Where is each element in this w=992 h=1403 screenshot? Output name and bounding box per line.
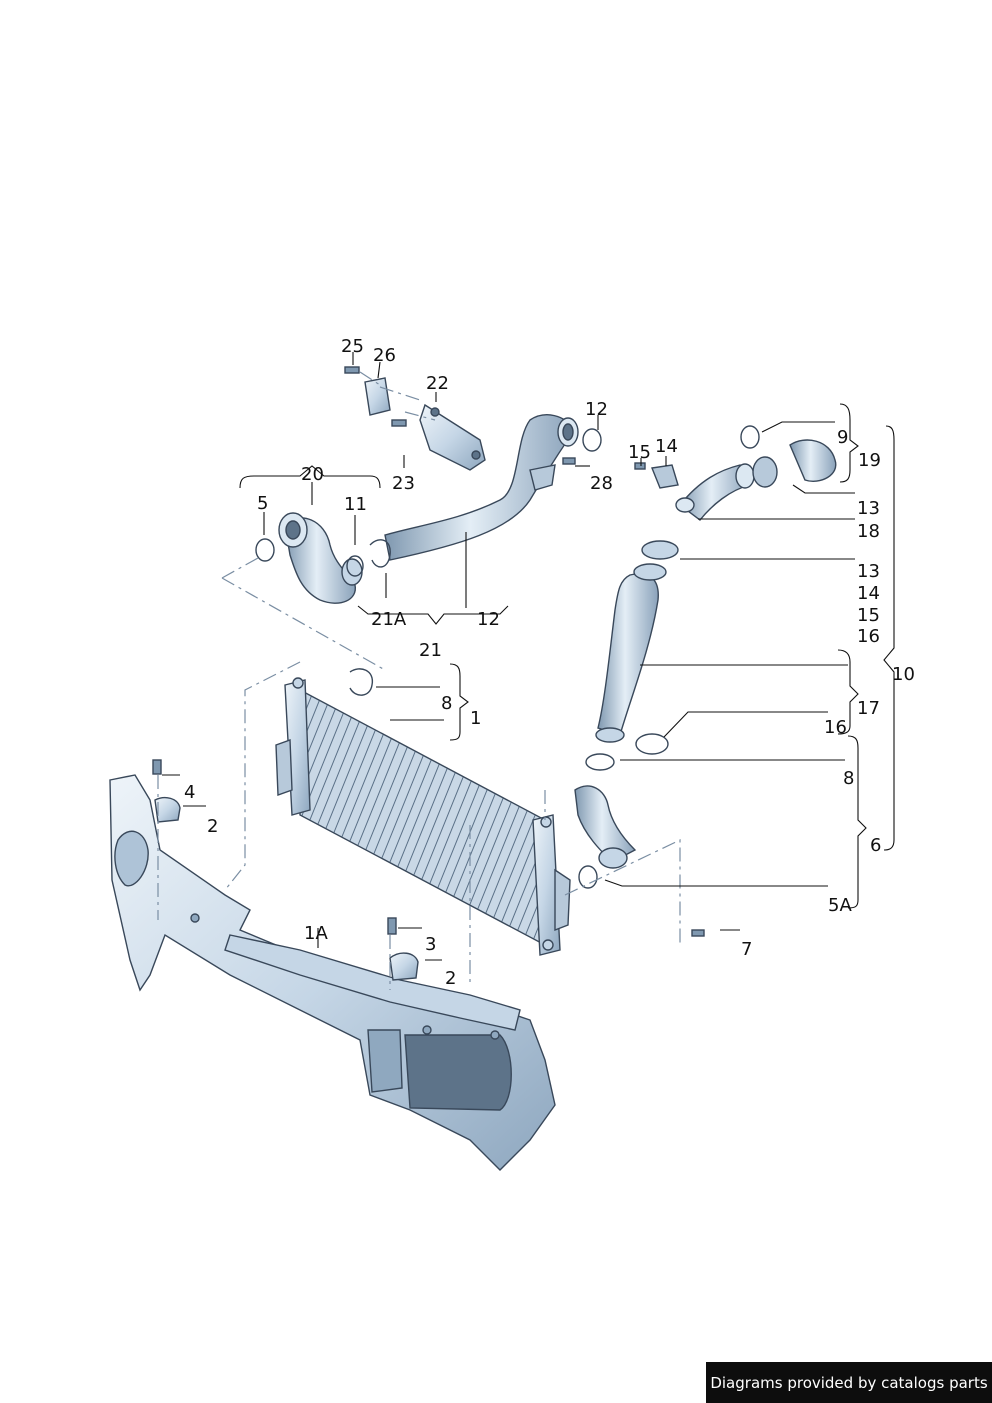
label-21a: 21A <box>371 609 407 630</box>
label-13-a: 13 <box>857 498 880 519</box>
centerlines <box>157 371 681 990</box>
label-26: 26 <box>373 345 396 366</box>
label-19: 19 <box>858 450 881 471</box>
label-21: 21 <box>419 640 442 661</box>
fasteners <box>152 366 705 981</box>
label-16-a: 16 <box>857 626 880 647</box>
left-charge-hose <box>255 512 364 604</box>
label-22: 22 <box>426 373 449 394</box>
label-14-top: 14 <box>655 436 678 457</box>
label-12-bottom: 12 <box>477 609 500 630</box>
label-5a: 5A <box>828 895 852 916</box>
label-13-b: 13 <box>857 561 880 582</box>
label-4: 4 <box>184 782 195 803</box>
label-7: 7 <box>741 939 752 960</box>
footer-credit: Diagrams provided by catalogs parts <box>706 1362 992 1403</box>
front-carrier <box>109 774 556 1171</box>
bracket <box>364 377 486 471</box>
label-25: 25 <box>341 336 364 357</box>
label-1: 1 <box>470 708 481 729</box>
label-28: 28 <box>590 473 613 494</box>
upper-charge-pipe <box>369 414 602 568</box>
label-12-top: 12 <box>585 399 608 420</box>
label-2-top: 2 <box>207 816 218 837</box>
label-16-b: 16 <box>824 717 847 738</box>
label-11: 11 <box>344 494 367 515</box>
charge-air-cooler <box>275 677 571 956</box>
label-17: 17 <box>857 698 880 719</box>
label-15-b: 15 <box>857 605 880 626</box>
label-9: 9 <box>837 427 848 448</box>
leader-lines <box>162 352 895 961</box>
label-23: 23 <box>392 473 415 494</box>
label-14-b: 14 <box>857 583 880 604</box>
label-15-top: 15 <box>628 442 651 463</box>
label-8-left: 8 <box>441 693 452 714</box>
label-3: 3 <box>425 934 436 955</box>
callout-labels: 25 26 22 12 15 14 9 19 20 23 28 5 11 13 … <box>184 336 915 989</box>
label-8-right: 8 <box>843 768 854 789</box>
label-5: 5 <box>257 493 268 514</box>
label-6: 6 <box>870 835 881 856</box>
label-1a: 1A <box>304 923 328 944</box>
label-20: 20 <box>301 464 324 485</box>
label-18: 18 <box>857 521 880 542</box>
label-10: 10 <box>892 664 915 685</box>
footer-text: Diagrams provided by catalogs parts <box>710 1373 988 1392</box>
label-2-bottom: 2 <box>445 968 456 989</box>
right-charge-hoses <box>574 425 837 889</box>
